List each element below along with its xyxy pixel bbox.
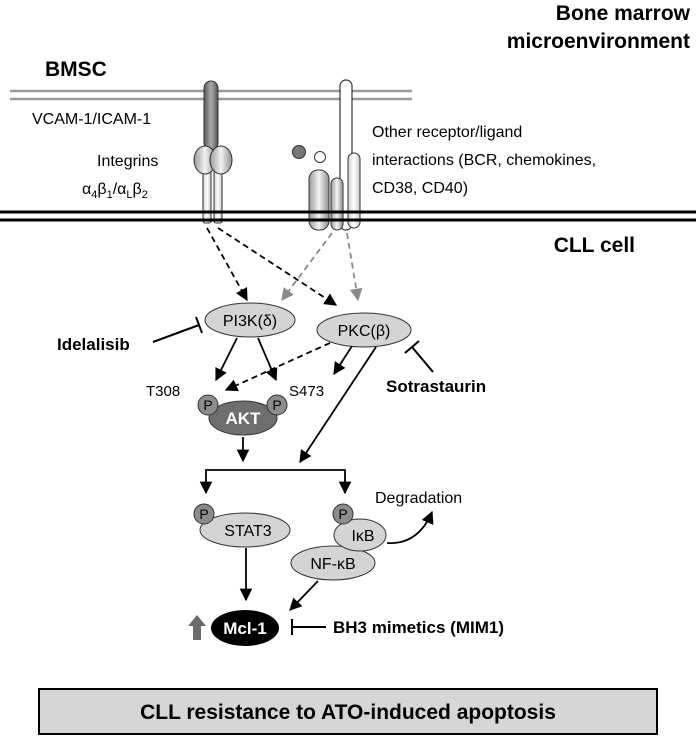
idelalisib-inhibition <box>152 316 203 343</box>
other-receptors-line3: CD38, CD40) <box>372 180 468 197</box>
degradation-label: Degradation <box>375 490 462 507</box>
phospho-ikb-label: P <box>338 506 347 522</box>
outcome-box <box>38 688 658 735</box>
dashed-arrows <box>206 227 363 306</box>
akt-node <box>208 400 278 436</box>
integrins-label: Integrins <box>97 153 158 170</box>
phospho-s473 <box>266 394 288 416</box>
idelalisib-label: Idelalisib <box>57 335 130 354</box>
bmsc-label: BMSC <box>45 58 107 81</box>
phospho-t308 <box>197 394 219 416</box>
mcl1-label: Mcl-1 <box>223 619 266 638</box>
phospho-stat3 <box>193 503 215 525</box>
ikb-label: IκB <box>351 528 374 545</box>
vcam-ligand-shape <box>203 80 219 151</box>
s473-label: S473 <box>289 383 324 400</box>
region-title-line1: Bone marrow <box>556 2 691 25</box>
bh3-inhibition <box>291 619 326 635</box>
nfkb-node <box>290 545 376 581</box>
outcome-label: CLL resistance to ATO-induced apoptosis <box>140 701 556 724</box>
other-receptors-shape <box>292 79 361 231</box>
akt-label: AKT <box>226 409 262 428</box>
region-title-line2: microenvironment <box>507 30 690 53</box>
other-receptors-line1: Other receptor/ligand <box>372 124 522 141</box>
phospho-s473-label: P <box>272 397 281 413</box>
akt-activation-arrows <box>215 337 353 392</box>
mcl1-node <box>211 610 279 646</box>
sotrastaurin-inhibition <box>404 340 434 373</box>
phospho-ikb <box>332 503 354 525</box>
stat3-label: STAT3 <box>224 523 272 540</box>
branch-bracket <box>199 469 352 495</box>
bh3-mimetics-label: BH3 mimetics (MIM1) <box>333 618 504 637</box>
integrins-formula: α4β1/αLβ2 <box>82 181 148 201</box>
pkc-node <box>316 312 412 348</box>
stat3-node <box>199 512 291 548</box>
cll-membrane <box>0 210 696 222</box>
degradation-arrow <box>386 510 434 544</box>
phospho-stat3-label: P <box>199 506 208 522</box>
pkc-label: PKC(β) <box>338 323 391 340</box>
up-arrow-icon <box>188 615 206 640</box>
pi3k-label: PI3K(δ) <box>223 313 277 330</box>
sotrastaurin-label: Sotrastaurin <box>386 377 486 396</box>
vcam-label: VCAM-1/ICAM-1 <box>32 111 151 128</box>
nfkb-to-mcl1-arrow <box>289 580 319 611</box>
pkc-to-nfkb-arrow <box>299 346 377 464</box>
nfkb-label: NF-κB <box>310 556 355 573</box>
cll-cell-label: CLL cell <box>554 234 635 257</box>
t308-label: T308 <box>146 383 180 400</box>
phospho-t308-label: P <box>203 397 212 413</box>
pi3k-node <box>204 302 296 338</box>
ikb-node <box>333 518 387 552</box>
integrin-receptor-shape <box>193 145 233 224</box>
other-receptors-line2: interactions (BCR, chemokines, <box>372 152 596 169</box>
